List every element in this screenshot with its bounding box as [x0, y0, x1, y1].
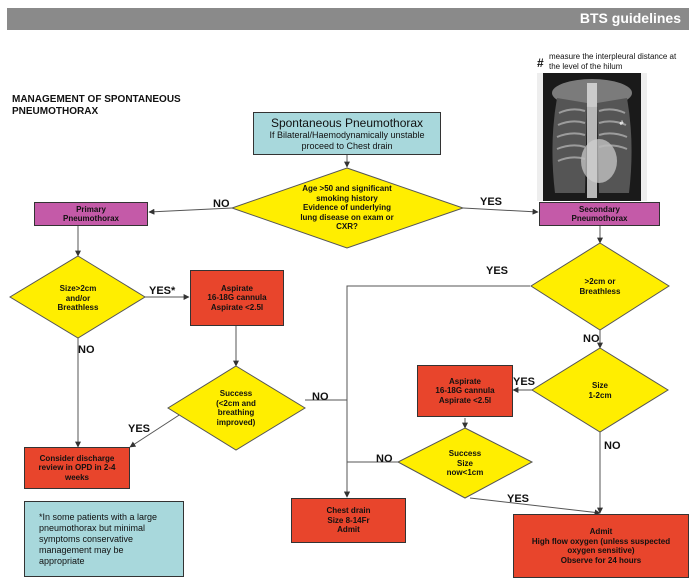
edge-label-success-no: NO — [312, 391, 329, 403]
secondary-pneumothorax-box: Secondary Pneumothorax — [539, 202, 660, 226]
xray-note-text: measure the interpleural distance at the… — [549, 52, 677, 71]
edge-label-age-no: NO — [213, 198, 230, 210]
decision-age-text: Age >50 and significant smoking history … — [300, 184, 394, 231]
xray-note-symbol: # — [537, 56, 544, 70]
decision-size-primary-diamond — [9, 255, 146, 339]
edge-label-success2-no: NO — [376, 453, 393, 465]
chest-drain-box: Chest drain Size 8-14Fr Admit — [291, 498, 406, 543]
start-line-1: If Bilateral/Haemodynamically unstable — [269, 129, 425, 140]
edge-label-success-yes: YES — [128, 423, 151, 435]
edge-label-breathless-yes: YES — [486, 265, 509, 277]
header-title: BTS guidelines — [579, 10, 681, 26]
edge-label-size-no: NO — [78, 344, 95, 356]
decision-success-secondary-diamond — [396, 427, 534, 499]
decision-breathless-secondary-diamond — [530, 242, 670, 331]
decision-size-primary-text: Size>2cm and/or Breathless — [57, 284, 99, 312]
admit-box: Admit High flow oxygen (unless suspected… — [513, 514, 689, 578]
edge-label-size-yes: YES* — [149, 285, 176, 297]
primary-pneumothorax-box: Primary Pneumothorax — [34, 202, 148, 226]
decision-age-diamond — [230, 167, 465, 249]
edge-label-breathless-no: NO — [583, 333, 600, 345]
decision-success-primary-text: Success (<2cm and breathing improved) — [216, 389, 256, 427]
discharge-box: Consider discharge review in OPD in 2-4 … — [24, 447, 130, 489]
edge-label-age-yes: YES — [480, 196, 503, 208]
start-line-2: proceed to Chest drain — [301, 140, 393, 151]
header-bar: BTS guidelines — [7, 8, 689, 30]
aspirate-primary-box: Aspirate 16-18G cannula Aspirate <2.5l — [190, 270, 284, 326]
page-title: MANAGEMENT OF SPONTANEOUS PNEUMOTHORAX — [12, 94, 181, 117]
chest-xray-image: # — [537, 73, 647, 201]
edge-label-size12-no: NO — [604, 440, 621, 452]
decision-size-secondary-text: Size 1-2cm — [588, 381, 612, 400]
decision-breathless-secondary-text: >2cm or Breathless — [579, 277, 621, 296]
decision-success-primary-diamond — [167, 365, 306, 451]
svg-text:#: # — [619, 120, 624, 127]
start-title: Spontaneous Pneumothorax — [270, 115, 424, 130]
decision-size-secondary-diamond — [531, 347, 669, 433]
aspirate-secondary-box: Aspirate 16-18G cannula Aspirate <2.5l — [417, 365, 513, 417]
footnote-box: *In some patients with a large pneumotho… — [24, 501, 184, 577]
decision-success-secondary-text: Success Size now<1cm — [446, 449, 484, 477]
start-box: Spontaneous Pneumothorax If Bilateral/Ha… — [253, 112, 441, 155]
edge-label-size12-yes: YES — [513, 376, 536, 388]
edge-label-success2-yes: YES — [507, 493, 530, 505]
